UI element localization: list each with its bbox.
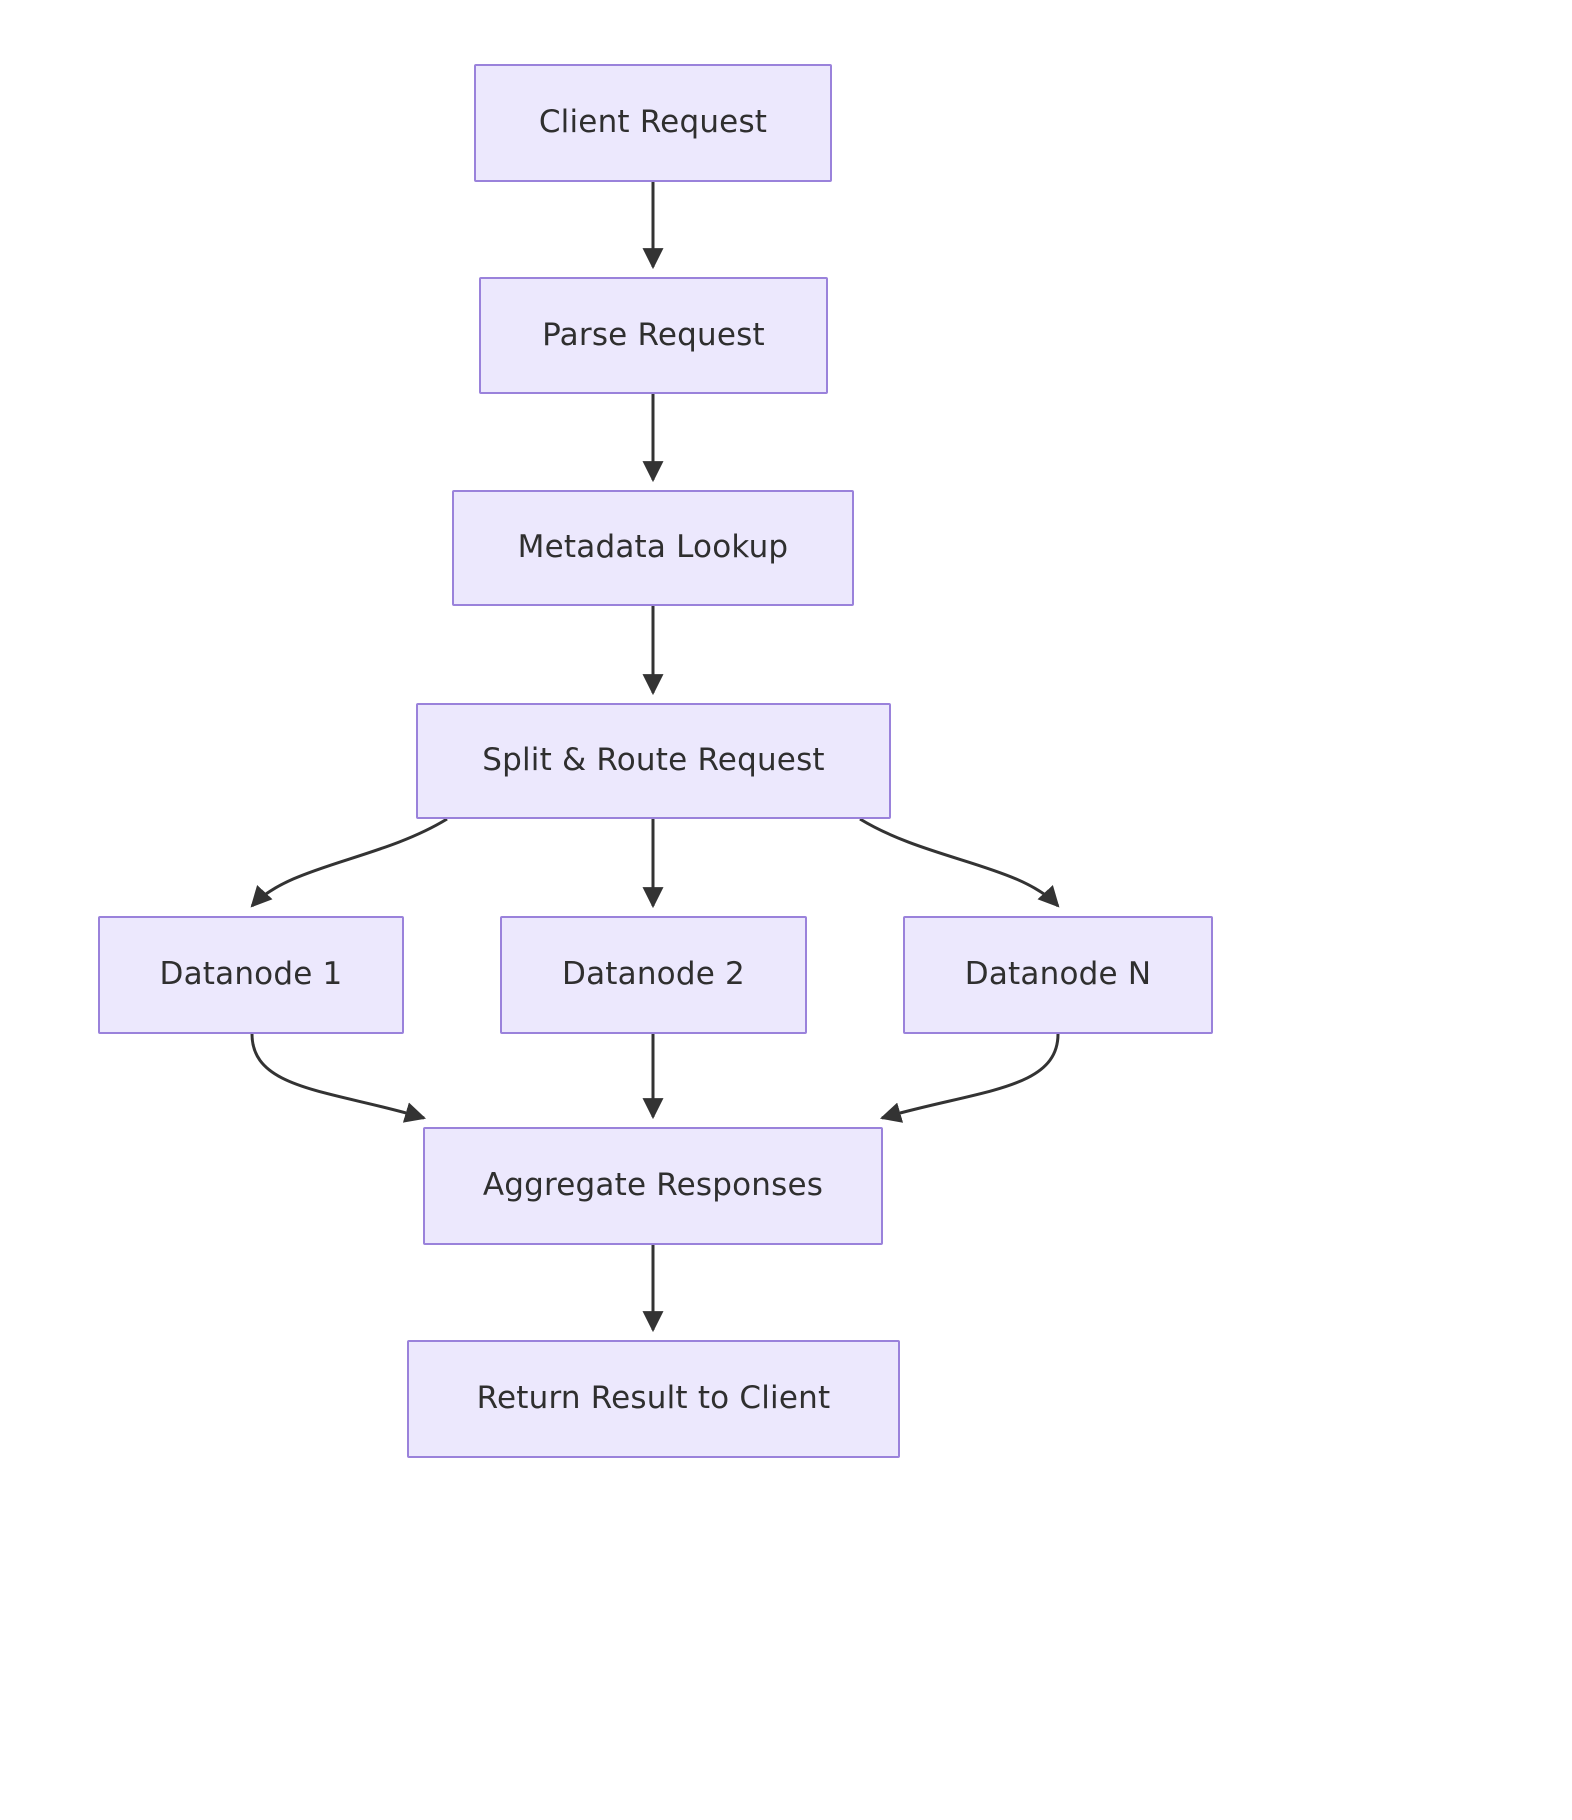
node-split-route-request[interactable]: Split & Route Request — [416, 703, 891, 819]
node-return-result-to-client[interactable]: Return Result to Client — [407, 1340, 900, 1458]
edge-split-route-to-datanode-1 — [250, 817, 448, 908]
edge-datanode-1-to-aggregate — [250, 1033, 427, 1123]
node-metadata-lookup-label: Metadata Lookup — [517, 529, 789, 566]
node-parse-request[interactable]: Parse Request — [479, 277, 828, 394]
node-datanode-2-label: Datanode 2 — [562, 956, 745, 993]
edge-datanode-n-to-aggregate — [879, 1033, 1060, 1123]
node-datanode-n[interactable]: Datanode N — [903, 916, 1213, 1034]
node-return-result-to-client-label: Return Result to Client — [476, 1380, 831, 1417]
node-client-request[interactable]: Client Request — [474, 64, 832, 182]
edge-split-route-to-datanode-n — [859, 817, 1060, 908]
node-parse-request-label: Parse Request — [542, 316, 765, 353]
node-client-request-label: Client Request — [538, 104, 768, 141]
node-aggregate-responses[interactable]: Aggregate Responses — [423, 1127, 883, 1245]
node-datanode-2[interactable]: Datanode 2 — [500, 916, 807, 1034]
node-datanode-n-label: Datanode N — [964, 956, 1152, 993]
node-datanode-1[interactable]: Datanode 1 — [98, 916, 404, 1034]
node-aggregate-responses-label: Aggregate Responses — [482, 1167, 824, 1204]
node-metadata-lookup[interactable]: Metadata Lookup — [452, 490, 854, 606]
node-datanode-1-label: Datanode 1 — [159, 956, 343, 993]
node-split-route-request-label: Split & Route Request — [482, 742, 825, 779]
